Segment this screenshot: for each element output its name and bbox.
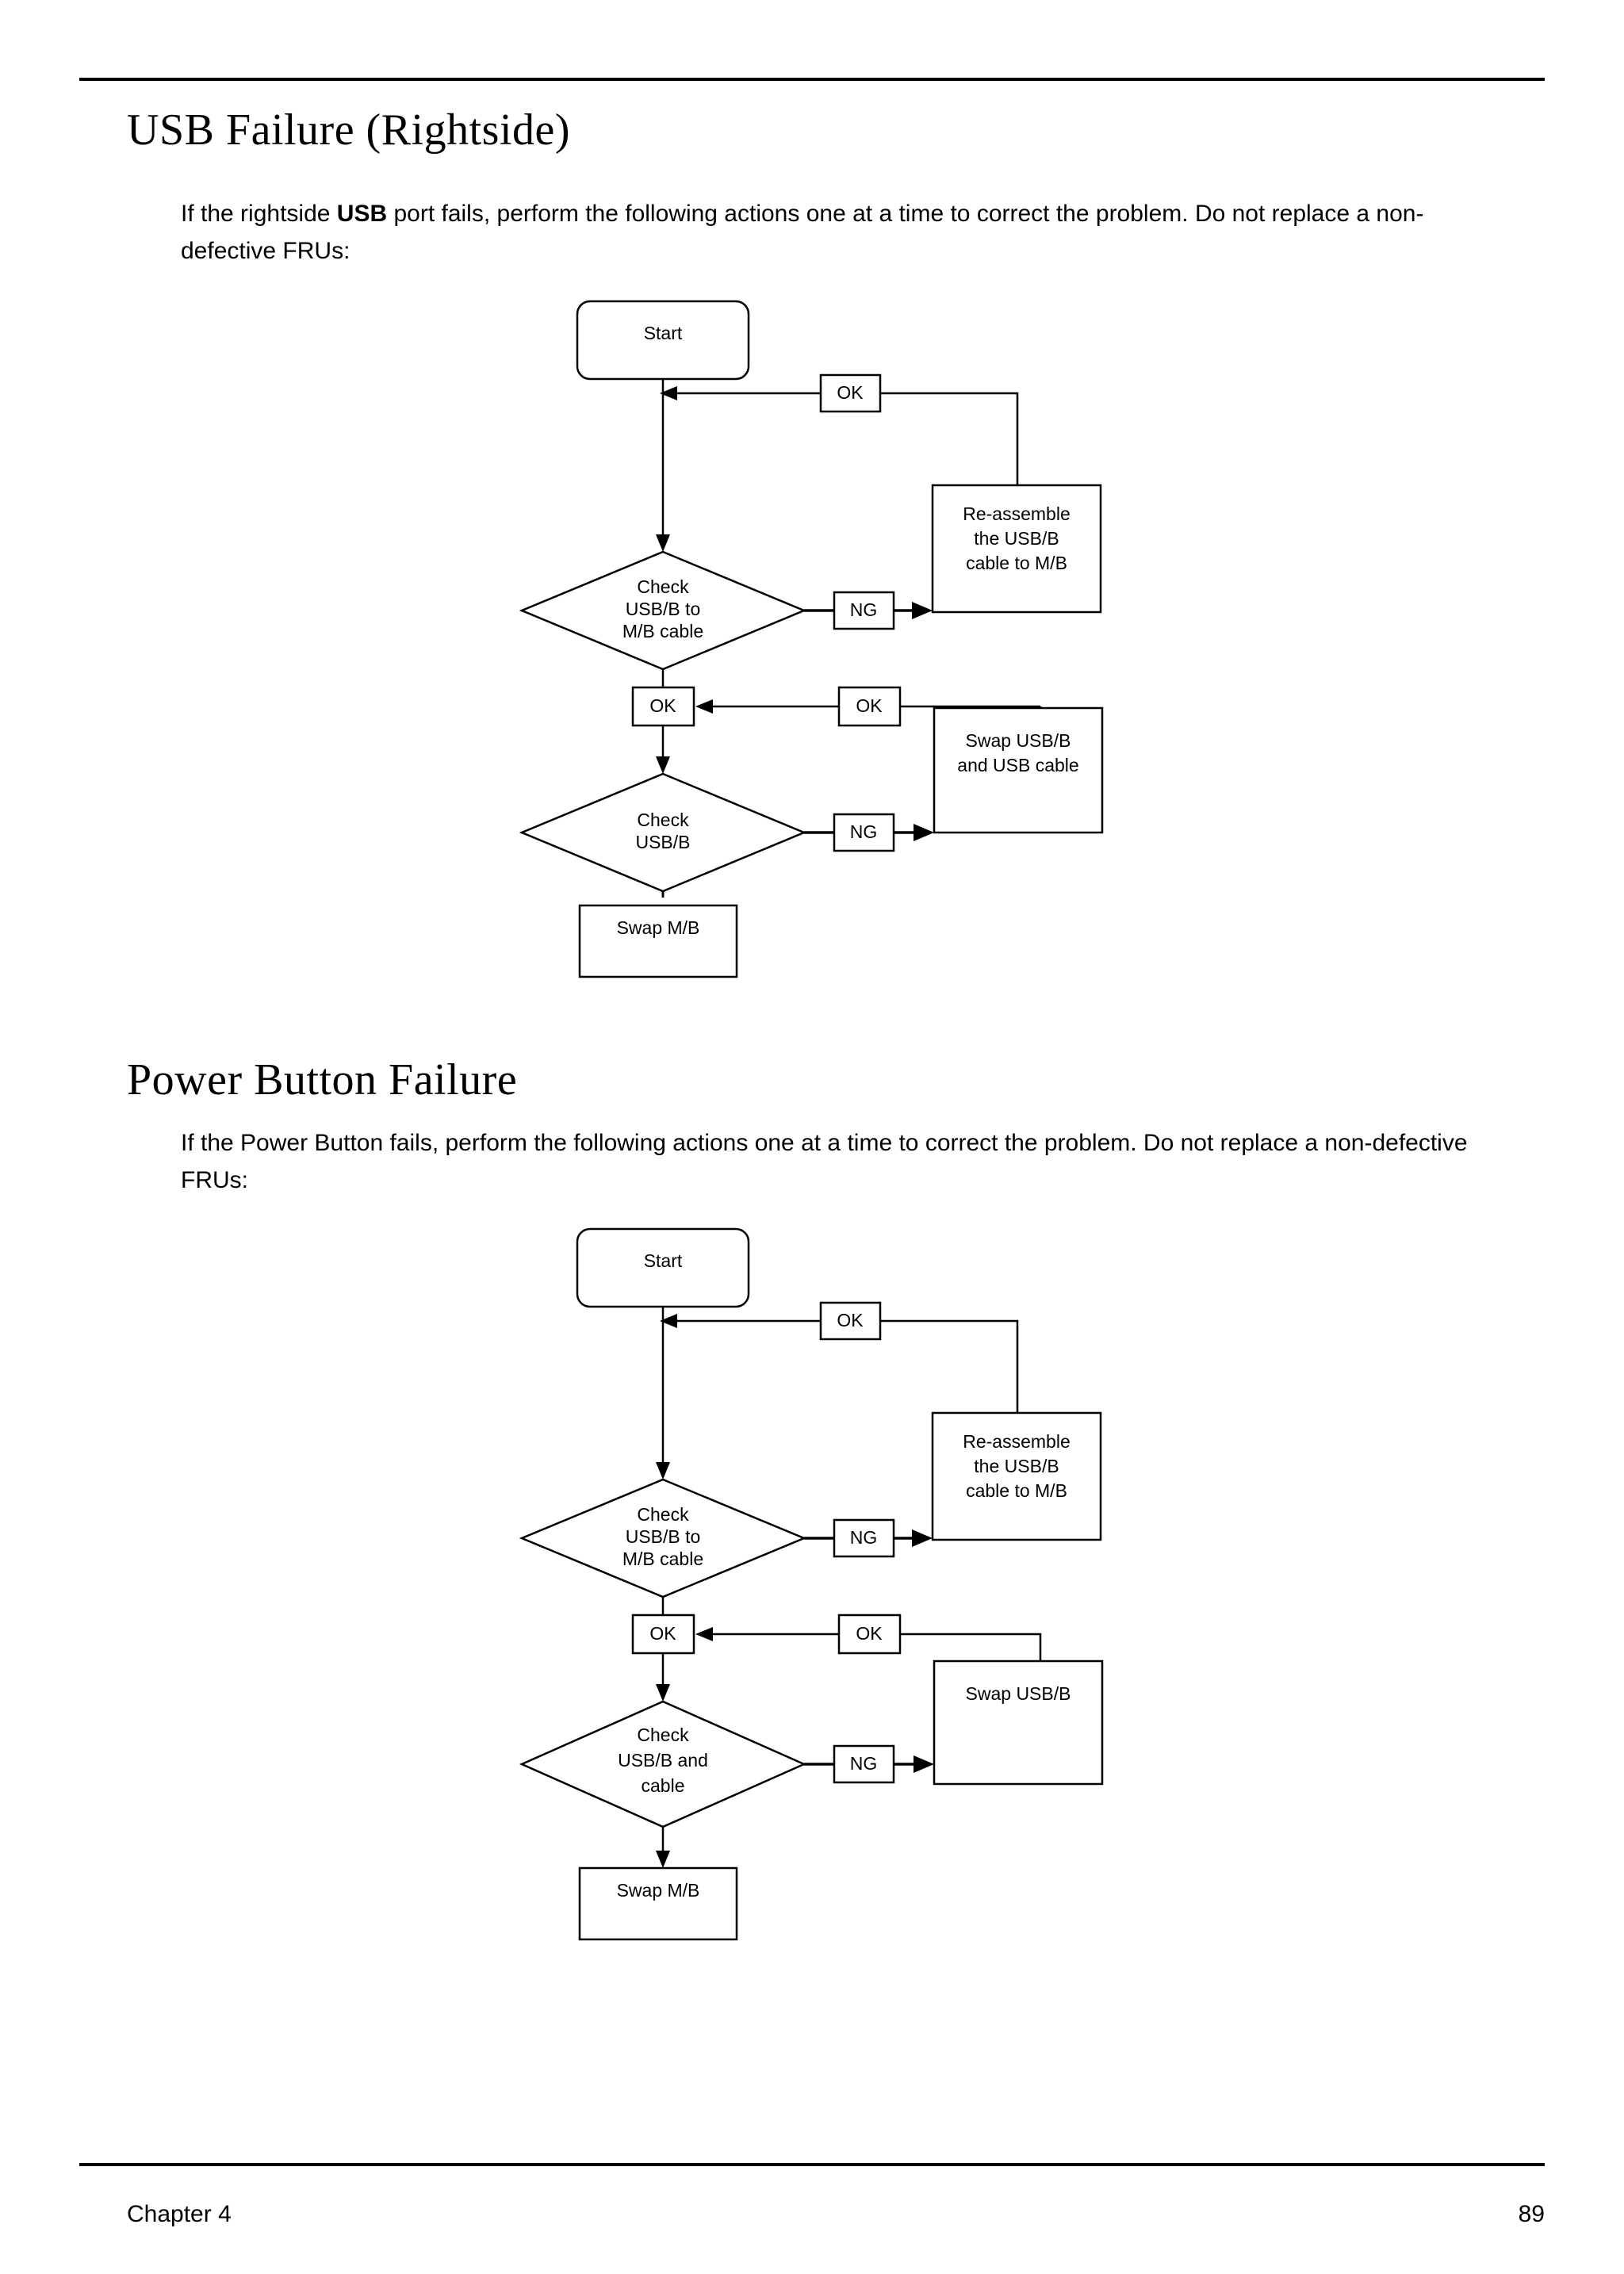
intro-paragraph-power-button: If the Power Button fails, perform the f… [181, 1130, 1468, 1193]
arrow-ng1-to-reassemble [912, 602, 933, 619]
intro-text-part1: If the rightside [181, 201, 337, 227]
footer-chapter-label: Chapter 4 [127, 2201, 232, 2227]
node-check1-line2: USB/B to [626, 599, 701, 619]
node-check2-line2: USB/B and [618, 1750, 708, 1771]
node-check1-line1: Check [637, 576, 689, 597]
intro-text-part2: port fails, perform the following action… [181, 201, 1424, 264]
arrow-ok-left-to-check2 [656, 756, 670, 774]
edge-label-ng1: NG [850, 599, 878, 620]
arrow-ng2-to-swapusb [914, 824, 934, 841]
node-swapmb-box [578, 904, 738, 978]
edge-label-box-ok-left [631, 686, 695, 727]
footer-page-number: 89 [1518, 2201, 1545, 2227]
edge-label-box-ng1 [833, 591, 895, 630]
node-swapusb-box [933, 706, 1104, 834]
edge-label-ok-right: OK [856, 1623, 883, 1644]
node-swapusb-box [933, 1660, 1104, 1786]
node-check1-line1: Check [637, 1504, 689, 1525]
arrow-start-to-check1 [656, 1462, 670, 1480]
node-start-label: Start [644, 323, 683, 343]
edge-label-ng2: NG [850, 1753, 878, 1774]
page-title-power-button-failure: Power Button Failure [127, 1055, 518, 1104]
node-check2-line2: USB/B [635, 832, 690, 852]
node-check2-line1: Check [637, 1725, 689, 1745]
page-title-usb-failure: USB Failure (Rightside) [127, 105, 571, 155]
edge-label-box-ok-top [819, 373, 882, 413]
node-reassemble-box [931, 1411, 1102, 1541]
arrow-ok-left-to-check2 [656, 1684, 670, 1702]
edge-label-box-ng2 [833, 1744, 895, 1784]
arrow-reassemble-to-main [660, 1314, 677, 1328]
footer-rule [79, 2163, 1545, 2166]
arrow-reassemble-to-main [660, 386, 677, 400]
edge-label-ng2: NG [850, 821, 878, 842]
intro-paragraph-usb-failure: If the rightside USB port fails, perform… [181, 195, 1497, 270]
node-reassemble-line3: cable to M/B [966, 1480, 1067, 1501]
edge-label-box-ng2 [833, 813, 895, 852]
node-check1-line3: M/B cable [622, 1549, 703, 1569]
node-check2-line1: Check [637, 810, 689, 830]
edge-label-box-ok-top [819, 1301, 882, 1341]
edge-label-box-ok-left [631, 1614, 695, 1655]
node-reassemble-line1: Re-assemble [963, 503, 1071, 524]
edge-label-ok-top: OK [837, 382, 864, 403]
edge-label-ok-top: OK [837, 1310, 864, 1330]
arrow-check2-to-swapmb [656, 1851, 670, 1868]
node-check2-line3: cable [642, 1775, 685, 1796]
node-reassemble-line2: the USB/B [974, 528, 1059, 549]
arrow-ng1-to-reassemble [912, 1529, 933, 1547]
node-swapusb-line1: Swap USB/B [966, 1683, 1071, 1704]
intro-text-bold: USB [336, 201, 388, 227]
arrow-ng2-to-swapusb [914, 1755, 934, 1773]
node-reassemble-line2: the USB/B [974, 1456, 1059, 1476]
node-start-label: Start [644, 1250, 683, 1271]
node-swapusb-line2: and USB cable [957, 755, 1078, 775]
node-reassemble-line1: Re-assemble [963, 1431, 1071, 1452]
arrow-start-to-check1 [656, 534, 670, 552]
node-swapmb-box [578, 1866, 738, 1941]
header-rule [79, 78, 1545, 81]
arrow-swapusb-to-ok-left [695, 1627, 713, 1641]
flowchart-usb-failure: Start OK Check USB/B to M/B cable NG Re- [476, 293, 1142, 999]
node-reassemble-box [931, 484, 1102, 614]
node-check1-line3: M/B cable [622, 621, 703, 641]
edge-label-ok-left: OK [649, 1623, 676, 1644]
edge-label-ng1: NG [850, 1527, 878, 1548]
node-swapusb-line1: Swap USB/B [966, 730, 1071, 751]
edge-label-ok-left: OK [649, 695, 676, 716]
node-check1-line2: USB/B to [626, 1526, 701, 1547]
node-swapmb-label: Swap M/B [617, 917, 700, 938]
flowchart-power-button-failure: Start OK Check USB/B to M/B cable NG Re-… [476, 1221, 1142, 1941]
node-swapmb-label: Swap M/B [617, 1880, 700, 1901]
arrow-swapusb-to-ok-left [695, 699, 713, 714]
node-reassemble-line3: cable to M/B [966, 553, 1067, 573]
edge-label-ok-right: OK [856, 695, 883, 716]
